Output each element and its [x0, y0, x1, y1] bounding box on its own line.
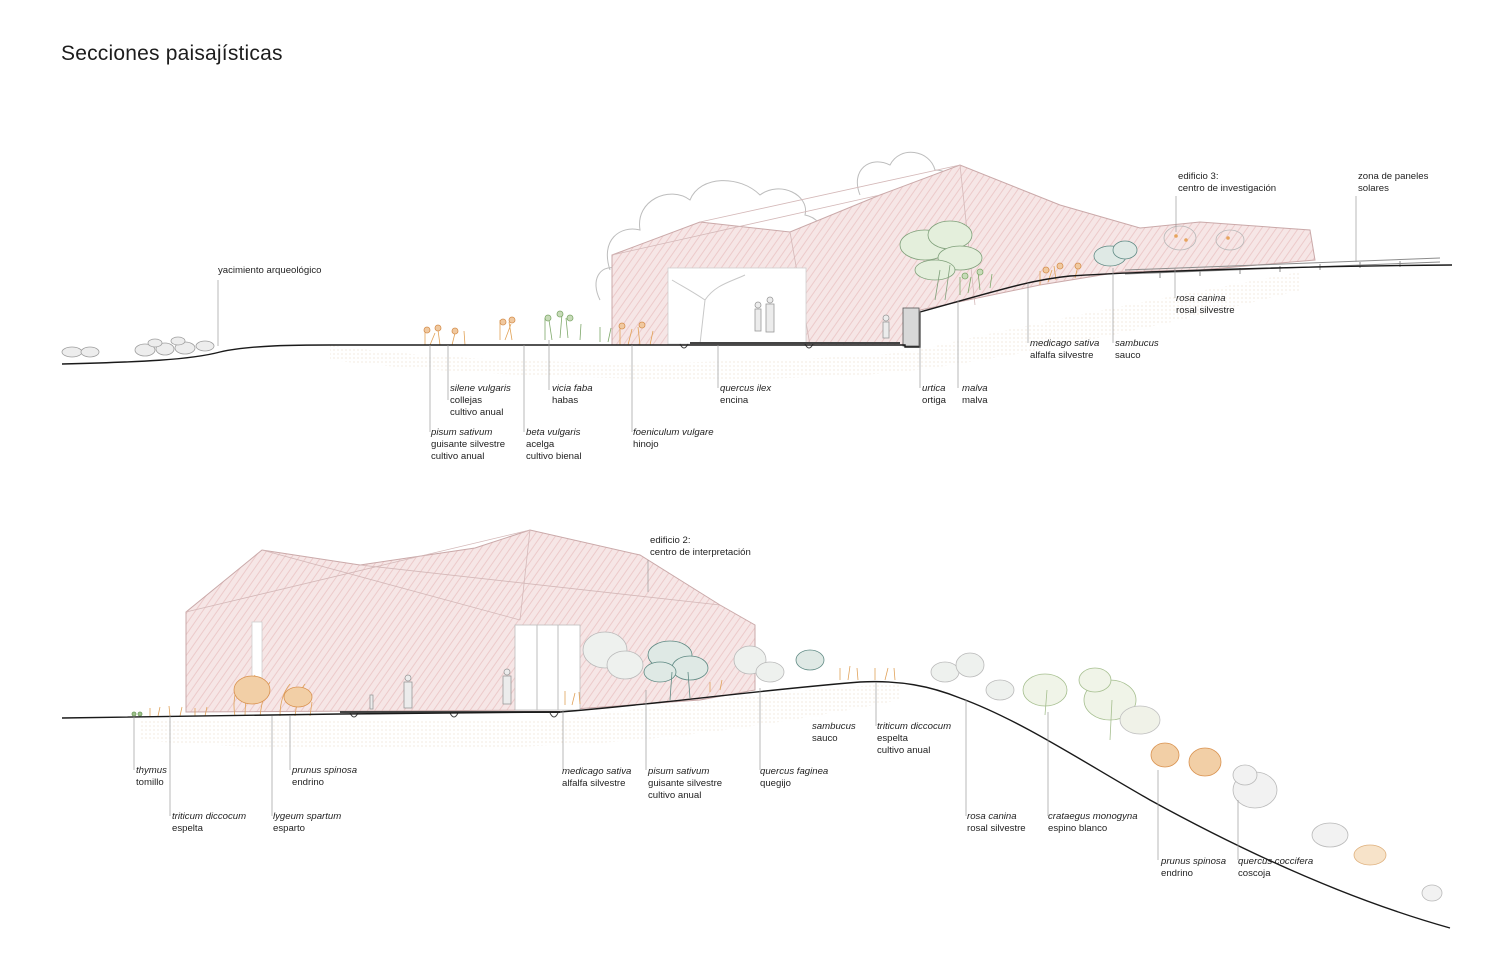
label-medicago-sativa-top: medicago sativa alfalfa silvestre: [1030, 338, 1100, 361]
label-lygeum-spartum: lygeum spartum esparto: [273, 811, 342, 834]
label-rosa-canina-bottom: rosa canina rosal silvestre: [967, 811, 1026, 834]
plants-top: [423, 220, 1245, 346]
plants-bottom: [131, 631, 1443, 902]
label-vicia-faba: vicia faba habas: [552, 383, 593, 406]
label-pisum-sativum-bottom: pisum sativum guisante silvestre cultivo…: [648, 766, 723, 801]
label-archaeological-site: yacimiento arqueológico: [218, 265, 322, 276]
label-prunus-spinosa-left: prunus spinosa endrino: [292, 765, 358, 788]
label-building-3: edificio 3: centro de investigación: [1178, 171, 1277, 194]
label-rosa-canina-top: rosa canina rosal silvestre: [1176, 293, 1235, 316]
label-prunus-spinosa-right: prunus spinosa endrino: [1161, 856, 1227, 879]
label-quercus-faginea: quercus faginea quegijo: [760, 766, 829, 789]
soil-fill-bottom: [140, 684, 900, 750]
label-beta-vulgaris: beta vulgaris acelga cultivo bienal: [526, 427, 582, 462]
archaeological-site: [61, 336, 215, 358]
label-sambucus-top: sambucus sauco: [1115, 338, 1159, 361]
leader-lines: [133, 196, 1357, 860]
label-thymus: thymus tomillo: [136, 765, 167, 788]
label-quercus-ilex: quercus ilex encina: [720, 383, 772, 406]
label-triticum-diccocum-right: triticum diccocum espelta cultivo anual: [877, 721, 952, 756]
label-pisum-sativum-top: pisum sativum guisante silvestre cultivo…: [431, 427, 506, 462]
label-malva: malva malva: [962, 383, 988, 406]
page-title: Secciones paisajísticas: [61, 42, 283, 65]
label-triticum-diccocum-left: triticum diccocum espelta: [172, 811, 247, 834]
label-solar-panels: zona de paneles solares: [1358, 171, 1429, 194]
section-bottom: [61, 529, 1451, 929]
label-crataegus-monogyna: crataegus monogyna espino blanco: [1048, 811, 1138, 834]
label-urtica: urtica ortiga: [922, 383, 946, 406]
ground-line-top: [61, 264, 1453, 365]
label-sambucus-bottom: sambucus sauco: [812, 721, 856, 744]
section-top: [61, 151, 1453, 380]
label-silene-vulgaris: silene vulgaris collejas cultivo anual: [450, 383, 511, 418]
label-building-2: edificio 2: centro de interpretación: [650, 535, 751, 558]
label-foeniculum-vulgare: foeniculum vulgare hinojo: [633, 427, 714, 450]
soil-fill-top: [330, 272, 1300, 380]
label-quercus-coccifera: quercus coccifera coscoja: [1238, 856, 1314, 879]
label-medicago-sativa-bottom: medicago sativa alfalfa silvestre: [562, 766, 632, 789]
